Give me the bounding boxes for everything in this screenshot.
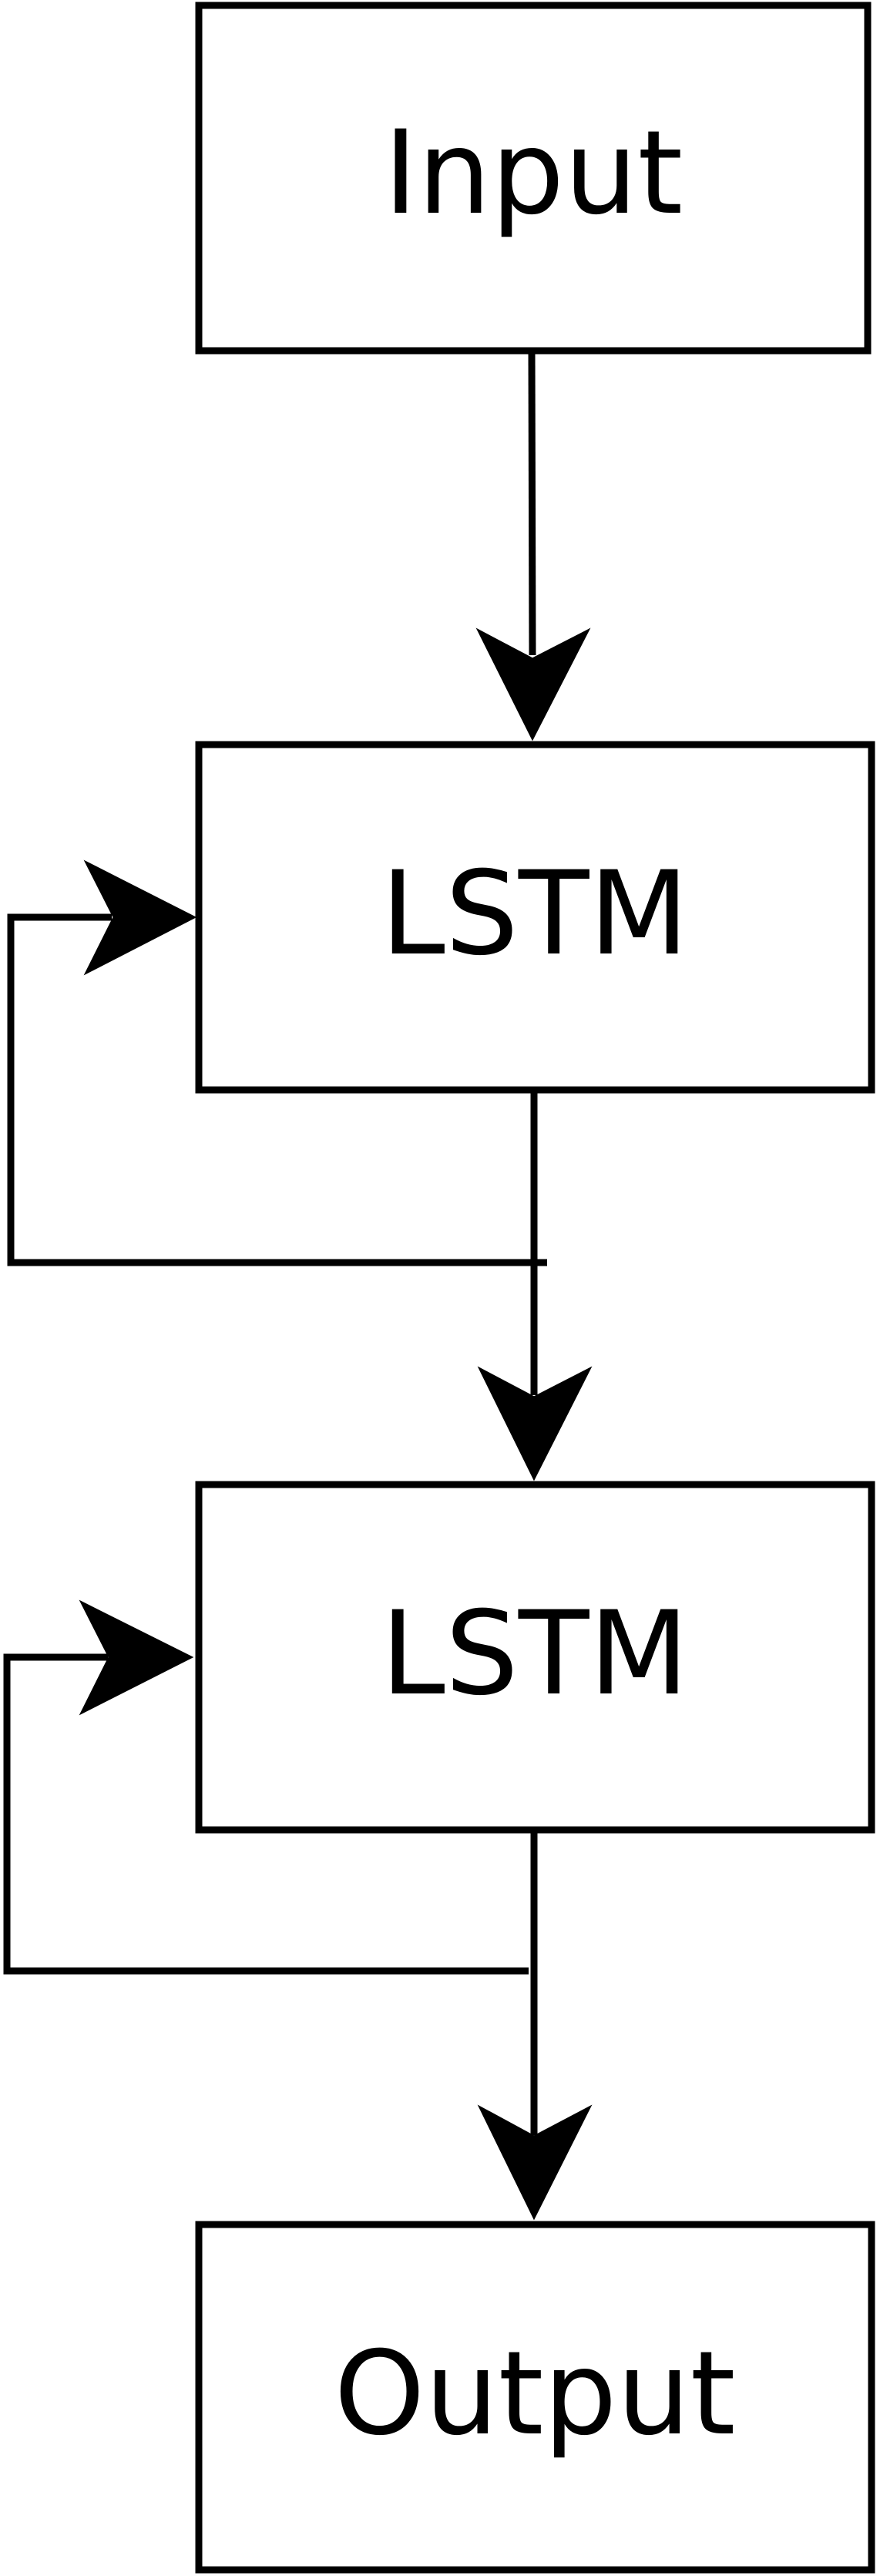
edge-lstm-1-to-lstm-2: [477, 1090, 593, 1481]
node-input: Input: [195, 2, 872, 355]
node-input-box: [195, 2, 872, 355]
node-output-label: Output: [334, 2327, 735, 2461]
node-lstm-2-box: [195, 1481, 875, 1834]
arrowhead-lstm-1-top: [475, 627, 591, 742]
node-output: Output: [195, 2221, 875, 2574]
node-lstm-2: LSTM: [195, 1481, 875, 1834]
arrowhead-lstm-2-recurrent: [79, 1599, 194, 1716]
edge-lstm-2-to-output: [477, 1830, 593, 2221]
node-lstm-2-label: LSTM: [381, 1587, 689, 1721]
node-lstm-1-box: [195, 741, 875, 1094]
edge-lstm-1-recurrent-line: [7, 913, 547, 1266]
node-lstm-1: LSTM: [195, 741, 875, 1094]
edge-lstm-2-recurrent: [3, 1599, 529, 1975]
node-input-label: Input: [384, 106, 683, 240]
edge-input-to-lstm-1: [475, 350, 591, 742]
arrowhead-output-top: [477, 2104, 593, 2221]
edge-lstm-2-recurrent-line: [3, 1653, 529, 1975]
edge-lstm-1-recurrent: [7, 859, 547, 1266]
arrowhead-lstm-2-top: [477, 1366, 593, 1481]
arrowhead-lstm-1-recurrent: [83, 859, 197, 976]
node-output-box: [195, 2221, 875, 2574]
node-lstm-1-label: LSTM: [381, 847, 689, 981]
